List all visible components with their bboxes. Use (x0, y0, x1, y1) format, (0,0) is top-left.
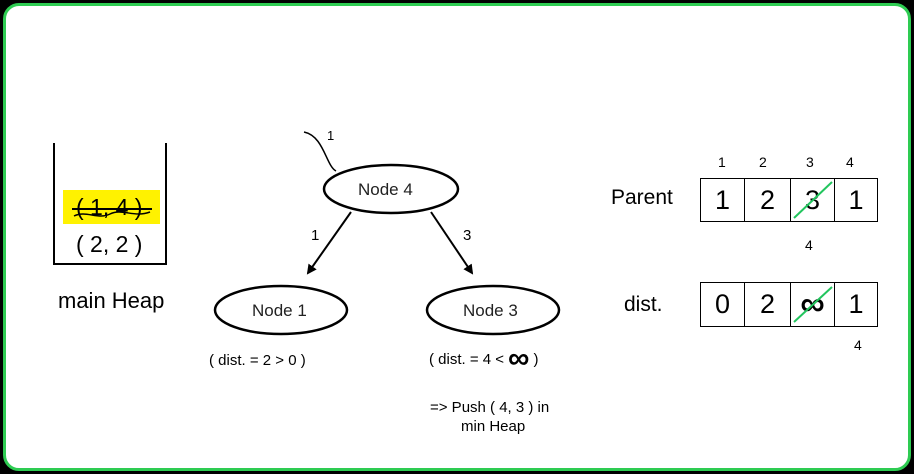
index-label-1: 1 (718, 154, 726, 170)
heap-label: main Heap (58, 288, 165, 313)
edge-node4-node1 (306, 211, 352, 275)
heap-item: ( 2, 2 ) (76, 231, 143, 257)
dist-strike-line (793, 286, 833, 323)
parent-cell: 1 (834, 178, 878, 222)
index-label-3: 3 (806, 154, 814, 170)
node-1-note: ( dist. = 2 > 0 ) (209, 352, 306, 369)
dist-cell: 1 (834, 282, 878, 327)
node-1-label: Node 1 (252, 301, 307, 320)
heap-container (53, 143, 167, 265)
diagram-canvas: ( 1, 4 ) ( 2, 2 ) main Heap 1 Node 4 Nod… (6, 6, 908, 468)
dist-replacement-value: 4 (854, 337, 862, 353)
node-3-note-text: ( dist. = 4 < (429, 350, 505, 368)
heap-item-struck: ( 1, 4 ) (76, 194, 143, 220)
parent-cell: 1 (700, 178, 745, 222)
infinity-symbol: ∞ (508, 342, 530, 375)
incoming-weight-label: 1 (327, 128, 335, 143)
edge-node4-node3 (430, 211, 474, 275)
heap-highlight (63, 190, 160, 224)
heap-strike-tilde (73, 211, 151, 217)
push-note-line1: => Push ( 4, 3 ) in (430, 399, 550, 416)
node-4-label: Node 4 (358, 180, 413, 199)
parent-strike-line (793, 181, 833, 219)
diagram-lines (53, 131, 561, 336)
index-label-2: 2 (759, 154, 767, 170)
node-3-note-close: ) (533, 350, 539, 368)
push-note-line2: min Heap (461, 418, 526, 435)
parent-replacement-value: 4 (805, 237, 813, 253)
node-4-ellipse (322, 163, 460, 215)
strike-overlays (72, 181, 833, 323)
edge-weight-left: 1 (311, 227, 320, 244)
dist-array-label: dist. (624, 293, 663, 316)
node-3-ellipse (425, 284, 561, 336)
node-1-ellipse (213, 284, 349, 336)
node-3-label: Node 3 (463, 301, 518, 320)
diagram-frame: ( 1, 4 ) ( 2, 2 ) main Heap 1 Node 4 Nod… (3, 3, 911, 471)
parent-array-label: Parent (611, 186, 673, 209)
index-label-4: 4 (846, 154, 854, 170)
edge-weight-right: 3 (463, 227, 472, 244)
dist-cell: 2 (744, 282, 791, 327)
dist-cell: 0 (700, 282, 745, 327)
node-3-note: ( dist. = 4 < ∞ ) (429, 342, 539, 375)
incoming-edge (303, 131, 337, 172)
